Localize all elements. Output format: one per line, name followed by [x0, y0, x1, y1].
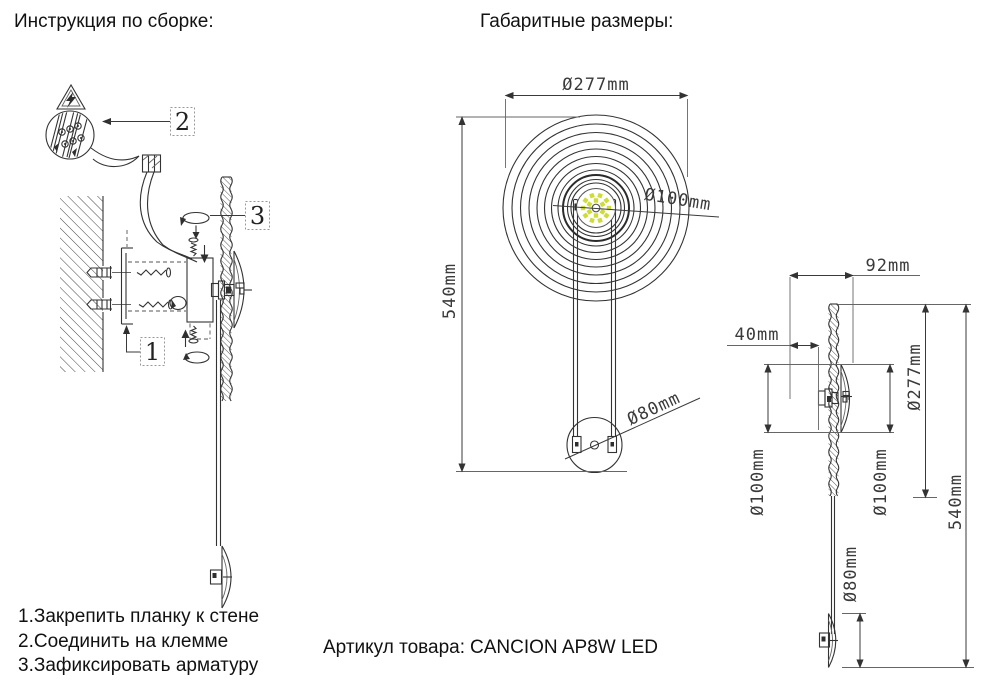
alignment-guides [126, 230, 211, 340]
callout-3-number: 3 [250, 202, 265, 230]
article-value: CANCION AP8W LED [470, 637, 658, 658]
disc-mount-hardware [210, 280, 252, 300]
dim-side-100-left: Ø100mm [748, 363, 894, 516]
dim-label-side-540: 540mm [946, 474, 966, 530]
terminal-screws [58, 122, 85, 148]
dim-front-80: Ø80mm [564, 388, 701, 460]
assembly-steps-list: 1.Закрепить планку к стене 2.Соединить н… [18, 605, 259, 679]
article-line: Артикул товара:CANCION AP8W LED [323, 637, 663, 659]
screw-horizontal-bottom [138, 295, 187, 311]
top-disc-side [840, 364, 850, 433]
dim-side-80: Ø80mm [841, 546, 866, 669]
wall-section [60, 196, 104, 372]
dim-label-front-277: Ø277mm [562, 75, 629, 95]
canopy-box [186, 257, 214, 323]
wires [139, 171, 198, 263]
screw-vertical-bottom [181, 325, 210, 364]
assembly-step-2: 2.Соединить на клемме [18, 630, 229, 652]
screw-vertical-top [180, 211, 210, 263]
bottom-hub [566, 416, 623, 474]
top-disc-profile [233, 250, 245, 329]
wall-anchor-bottom [86, 298, 131, 311]
electric-warning-icon [56, 83, 86, 110]
callout-2-number: 2 [175, 108, 190, 136]
dim-label-side-100-left: Ø100mm [748, 448, 768, 515]
lamp-rod-profile [215, 300, 222, 546]
dim-side-92: 92mm [789, 256, 920, 399]
callout-step3: 3 [210, 201, 270, 230]
dim-front-277: Ø277mm [504, 75, 689, 177]
bottom-disc-profile [209, 545, 232, 609]
article-label: Артикул товара: [323, 637, 466, 658]
terminal-block [141, 154, 162, 173]
magnifier-balloon [45, 110, 140, 168]
up-arrow-icon [181, 329, 190, 338]
callout-step1: 1 [123, 325, 165, 366]
callout-1-number: 1 [145, 338, 160, 366]
mounting-strip [120, 247, 133, 325]
bottom-disc-side [818, 613, 838, 668]
callout-step2: 2 [102, 107, 195, 136]
shade-rings [502, 114, 690, 302]
dim-label-front-100: Ø100mm [643, 185, 713, 215]
rod-side [830, 496, 836, 634]
page-title-dimensions: Габаритные размеры: [480, 11, 674, 32]
dim-side-277: Ø277mm [838, 303, 971, 499]
dim-label-front-540: 540mm [440, 263, 460, 319]
down-arrow-icon [200, 254, 209, 263]
dim-label-side-100-right: Ø100mm [871, 448, 891, 515]
front-view-drawing: Ø277mm 540mm Ø100mm Ø80mm [440, 75, 720, 474]
arm-bars [572, 198, 617, 437]
dim-side-540: 540mm [842, 303, 974, 669]
screw-horizontal-top [136, 267, 172, 278]
page-title-assembly: Инструкция по сборке: [14, 11, 214, 32]
dim-label-front-80: Ø80mm [624, 388, 683, 430]
dim-front-540: 540mm [440, 116, 627, 473]
dim-label-side-80: Ø80mm [841, 546, 861, 602]
rotate-arrow-icon [169, 295, 187, 311]
rotate-arrow-icon [182, 211, 210, 225]
assembly-step-3: 3.Зафиксировать арматуру [18, 655, 259, 676]
dim-label-side-92: 92mm [866, 256, 911, 276]
dim-label-side-277: Ø277mm [905, 343, 925, 410]
dim-label-side-40: 40mm [735, 325, 780, 345]
assembly-diagram: 1 2 3 [45, 83, 270, 609]
dim-side-100-right: Ø100mm [871, 363, 894, 516]
dim-side-40: 40mm [727, 325, 820, 430]
terminal-detail [47, 112, 89, 158]
side-view-drawing: 92mm 40mm Ø100mm Ø100mm [727, 256, 974, 669]
assembly-step-1: 1.Закрепить планку к стене [18, 606, 260, 627]
